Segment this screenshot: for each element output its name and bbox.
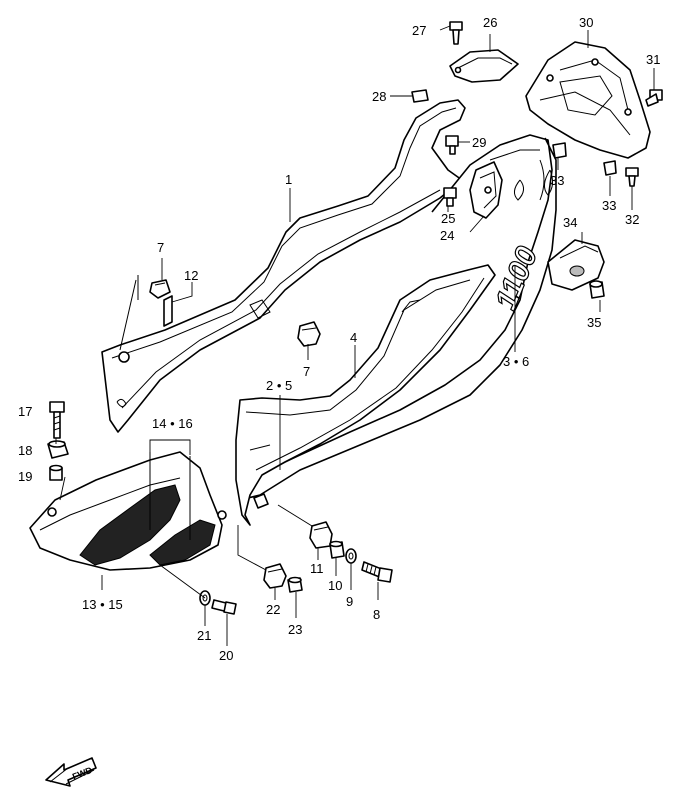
label-7-upper: 7 bbox=[157, 240, 164, 255]
part-17-bolt bbox=[49, 401, 65, 439]
label-33-right: 33 bbox=[602, 198, 616, 213]
part-19-collar bbox=[49, 464, 63, 481]
label-27: 27 bbox=[412, 23, 426, 38]
label-23: 23 bbox=[288, 622, 302, 637]
part-3-6-rear-cover: 1100 bbox=[239, 134, 557, 501]
part-26-cover-plate bbox=[449, 49, 519, 83]
part-1-frame-cover bbox=[101, 99, 466, 433]
label-10: 10 bbox=[328, 578, 342, 593]
part-labels: 1 7 12 7 4 2 • 5 3 • 6 34 35 14 • 16 17 … bbox=[18, 15, 660, 663]
label-1: 1 bbox=[285, 172, 292, 187]
label-26: 26 bbox=[483, 15, 497, 30]
label-35: 35 bbox=[587, 315, 601, 330]
label-12: 12 bbox=[184, 268, 198, 283]
part-28-clip bbox=[411, 89, 429, 103]
part-9-washer bbox=[345, 548, 357, 564]
label-8: 8 bbox=[373, 607, 380, 622]
part-32-screw bbox=[625, 167, 639, 187]
label-14-16: 14 • 16 bbox=[152, 416, 193, 431]
part-34-cushion bbox=[547, 239, 605, 291]
label-22: 22 bbox=[266, 602, 280, 617]
label-29: 29 bbox=[472, 135, 486, 150]
part-12-clip bbox=[163, 295, 173, 327]
label-11: 11 bbox=[310, 561, 324, 576]
part-10-collar bbox=[329, 540, 345, 559]
label-2-5: 2 • 5 bbox=[266, 378, 292, 393]
part-30-rear-bracket bbox=[525, 41, 651, 159]
part-18-grommet bbox=[47, 440, 69, 459]
part-35-spacer bbox=[589, 280, 605, 299]
label-19: 19 bbox=[18, 469, 32, 484]
label-21: 21 bbox=[197, 628, 211, 643]
label-18: 18 bbox=[18, 443, 32, 458]
label-31: 31 bbox=[646, 52, 660, 67]
label-24: 24 bbox=[440, 228, 454, 243]
part-23-collar bbox=[287, 576, 303, 593]
label-30: 30 bbox=[579, 15, 593, 30]
label-25: 25 bbox=[441, 211, 455, 226]
label-20: 20 bbox=[219, 648, 233, 663]
label-34: 34 bbox=[563, 215, 577, 230]
part-7-grommet-lower bbox=[297, 321, 321, 347]
part-33-nut-left bbox=[552, 142, 567, 159]
part-24-bracket bbox=[469, 161, 503, 219]
label-13-15: 13 • 15 bbox=[82, 597, 123, 612]
part-13-15-lower-cover bbox=[29, 451, 227, 571]
label-9: 9 bbox=[346, 594, 353, 609]
part-29-screw bbox=[445, 135, 459, 155]
label-7-lower: 7 bbox=[303, 364, 310, 379]
label-3-6: 3 • 6 bbox=[503, 354, 529, 369]
part-2-5-side-cover bbox=[235, 264, 496, 526]
part-8-bolt bbox=[361, 561, 393, 583]
label-17: 17 bbox=[18, 404, 32, 419]
label-28: 28 bbox=[372, 89, 386, 104]
part-27-screw bbox=[449, 21, 463, 45]
part-7-grommet-upper bbox=[149, 279, 171, 299]
label-33-left: 33 bbox=[550, 173, 564, 188]
part-25-bolt bbox=[443, 187, 457, 207]
part-33-nut-right bbox=[603, 160, 617, 176]
leader-lines bbox=[55, 25, 655, 646]
label-4: 4 bbox=[350, 330, 357, 345]
label-32: 32 bbox=[625, 212, 639, 227]
part-31-screw bbox=[645, 89, 663, 107]
part-22-grommet bbox=[263, 563, 287, 589]
part-20-bolt bbox=[211, 599, 237, 615]
part-11-grommet bbox=[309, 521, 333, 549]
lead-frame-left bbox=[119, 275, 139, 351]
fwd-arrow-icon: FWD bbox=[45, 757, 97, 787]
